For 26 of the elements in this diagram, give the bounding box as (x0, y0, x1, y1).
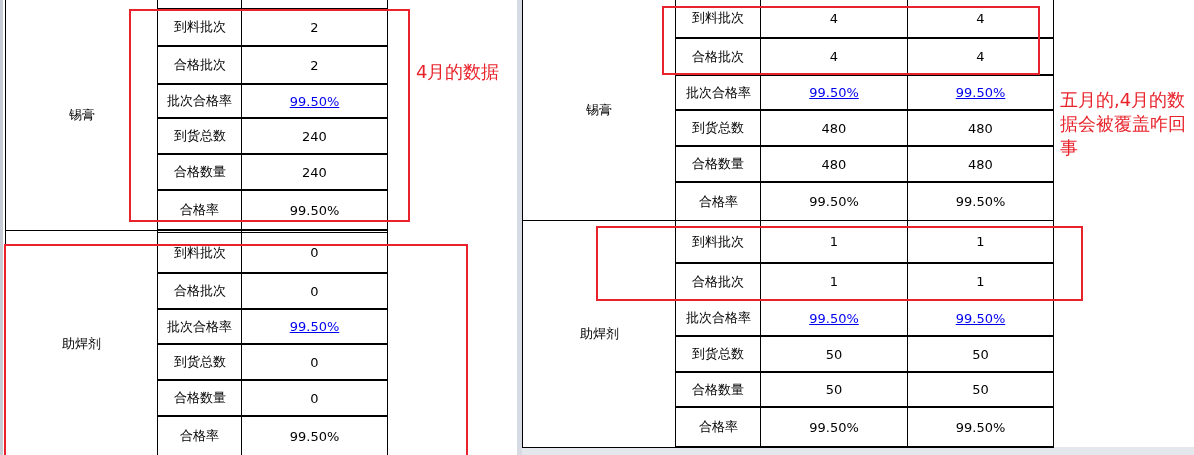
link: 99.50% (289, 319, 340, 334)
link: 99.50% (955, 310, 1006, 326)
link: 99.50% (809, 310, 859, 326)
value-cell: 0 (241, 273, 388, 310)
link: 99.50% (955, 85, 1006, 100)
value-cell: 1 (907, 220, 1054, 264)
value-cell: 2 (241, 46, 388, 85)
value-cell: 0 (241, 344, 388, 381)
annotation-note: 4月的数据 (416, 60, 500, 84)
value-cell: 480 (907, 110, 1054, 147)
row-header-cell: 到料批次 (675, 220, 761, 264)
value-cell: 0 (241, 232, 388, 274)
link: 99.50% (289, 93, 340, 109)
value-cell: 50 (907, 336, 1054, 373)
category-cell: 助焊剂 (522, 220, 676, 448)
annotation-note: 五月的,4月的数据会被覆盖咋回事 (1060, 88, 1187, 160)
value-cell: 480 (907, 146, 1054, 183)
link: 99.50% (809, 85, 859, 100)
value-cell: 99.50% (241, 190, 388, 231)
value-cell: 240 (241, 118, 388, 155)
value-cell: 1 (760, 220, 908, 264)
value-cell: 0 (241, 380, 388, 417)
value-cell: 240 (241, 154, 388, 191)
value-cell: 50 (907, 372, 1054, 408)
value-cell: 99.50% (907, 407, 1054, 448)
value-cell: 2 (241, 8, 388, 47)
